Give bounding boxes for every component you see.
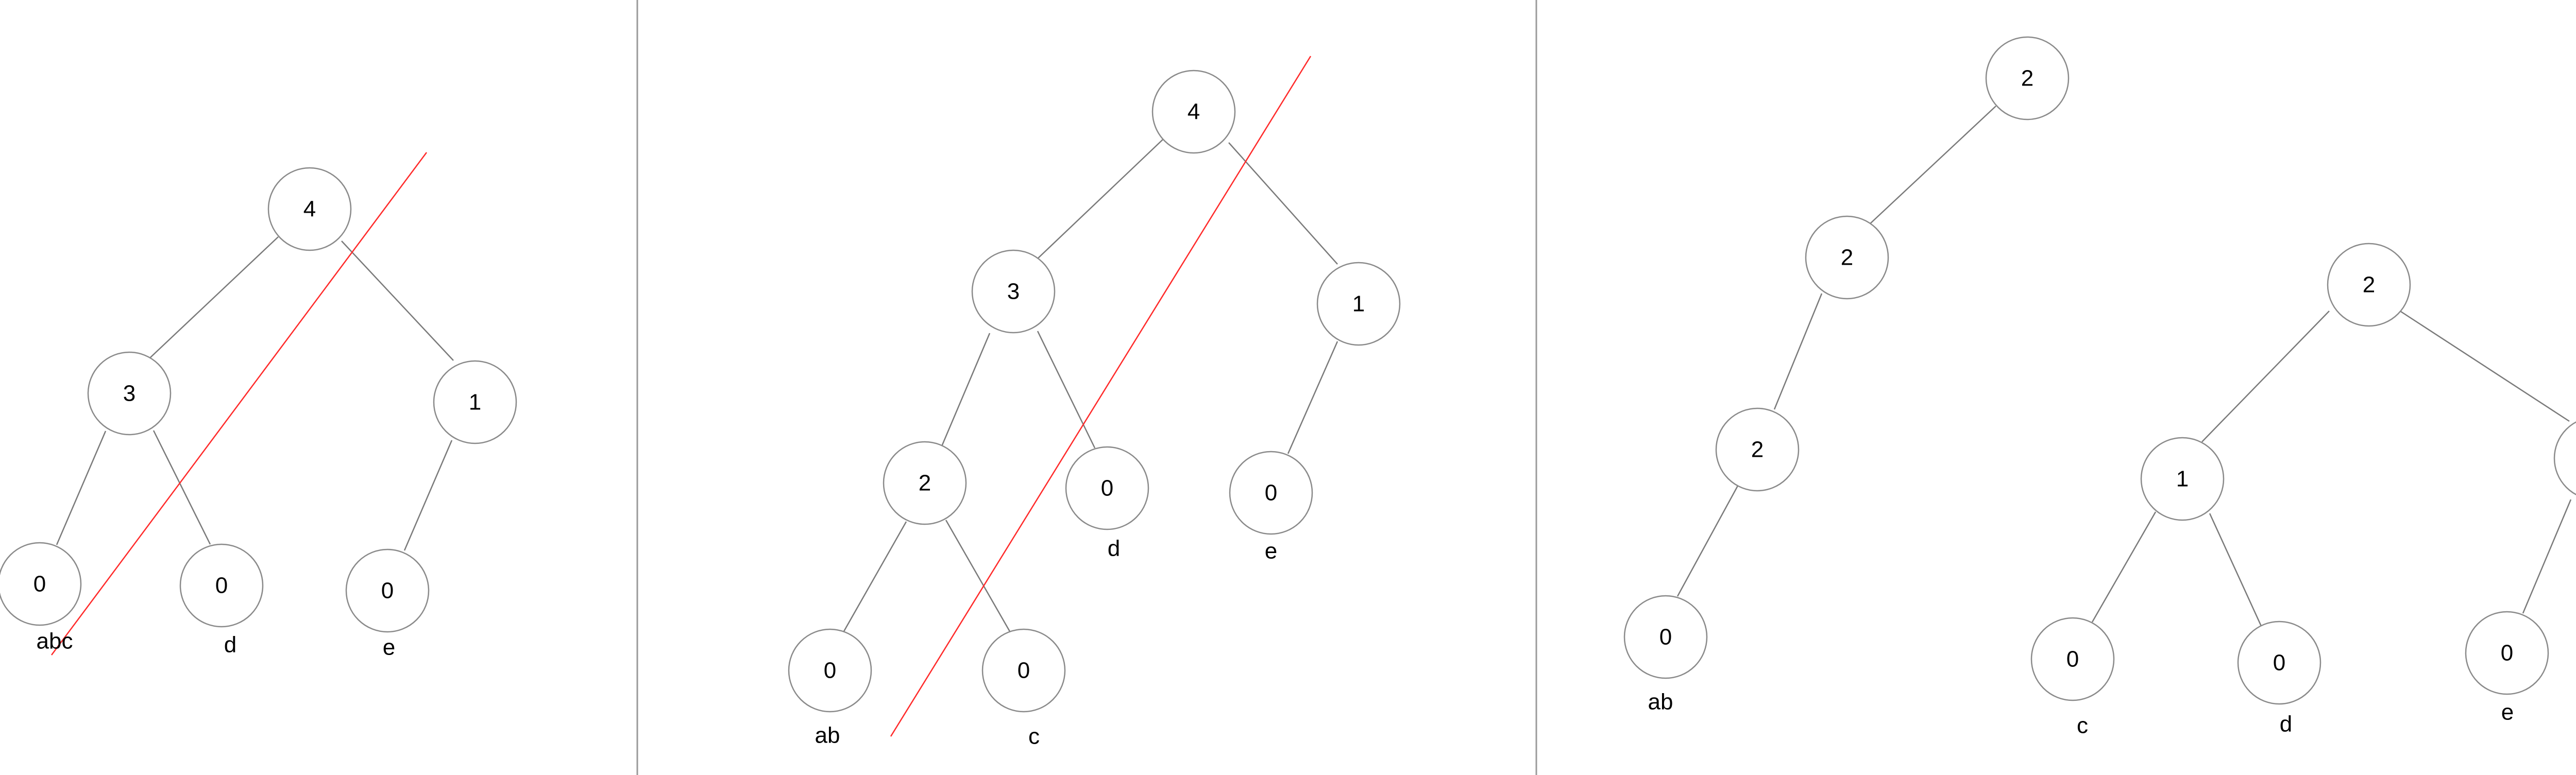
node-value: 3: [123, 381, 135, 406]
tree-leaf: 0: [2030, 617, 2115, 701]
node-value: 2: [1841, 245, 1853, 270]
tree-edge: [2400, 311, 2570, 422]
node-value: 0: [2066, 647, 2079, 672]
tree-edge: [945, 520, 1011, 633]
node-value: 4: [303, 197, 316, 222]
tree-edge: [2201, 311, 2330, 442]
leaf-label: d: [1108, 536, 1120, 561]
leaf-label: c: [2077, 713, 2088, 738]
tree-leaf: 0: [179, 543, 264, 628]
tree-edge: [56, 430, 107, 545]
tree-node: 1: [2140, 437, 2225, 521]
leaf-label: d: [224, 632, 236, 658]
node-value: 2: [2363, 272, 2375, 298]
node-value: 0: [215, 573, 228, 598]
panel-3: 2 2 2 0 2 1 1 0: [1623, 36, 2576, 738]
node-value: 0: [1659, 625, 1672, 650]
tree-leaf: 0: [981, 628, 1066, 713]
tree-edge: [1036, 139, 1164, 261]
tree-edge: [1037, 331, 1096, 449]
tree-edge: [1868, 106, 1996, 226]
leaf-label: ab: [1648, 690, 1673, 715]
tree-node: 2: [883, 441, 967, 525]
tree-node: 4: [1151, 70, 1236, 154]
leaf-label: c: [1028, 724, 1040, 749]
node-value: 0: [1265, 480, 1277, 506]
node-value: 1: [469, 390, 481, 415]
tree-node: 1: [2553, 421, 2576, 495]
node-value: 0: [1018, 658, 1030, 683]
tree-node: 2: [2327, 243, 2411, 327]
leaf-label: e: [383, 635, 395, 660]
panel-2: 4 3 1 2 0 0 0 0 d e: [788, 56, 1401, 749]
tree-edge: [403, 440, 453, 551]
panel-1: 4 3 1 0 0 0 abc d e: [0, 152, 517, 660]
tree-edge: [1676, 481, 1741, 597]
tree-node: 2: [1805, 215, 1889, 300]
node-value: 1: [1352, 291, 1365, 317]
tree-edge: [1287, 341, 1338, 454]
node-value: 2: [1751, 437, 1764, 462]
tree-edge: [1773, 293, 1823, 410]
tree-edge: [149, 236, 279, 358]
tree-leaf: 0: [1229, 451, 1313, 535]
leaf-label: abc: [37, 629, 73, 654]
tree-node: 2: [1715, 407, 1800, 492]
tree-edge: [841, 521, 907, 635]
tree-node: 3: [87, 351, 172, 436]
tree-edge: [341, 240, 454, 361]
tree-leaf: 0: [788, 628, 872, 713]
node-value: 3: [1007, 279, 1020, 304]
tree-node: 1: [433, 360, 517, 444]
tree-edge: [940, 333, 991, 449]
leaf-label: e: [2501, 700, 2514, 725]
node-value: 0: [381, 578, 394, 604]
node-value: 2: [2021, 66, 2033, 91]
tree-node: 2: [1985, 36, 2070, 120]
leaf-label: d: [2280, 712, 2292, 737]
tree-edge: [152, 430, 211, 545]
tree-node: 3: [971, 249, 1056, 334]
tree-leaf: 0: [345, 548, 430, 633]
node-value: 2: [919, 471, 931, 496]
tree-leaf: 0: [1623, 595, 1708, 679]
tree-node: 4: [267, 167, 352, 251]
node-value: 0: [2501, 641, 2513, 666]
tree-node: 1: [1316, 262, 1401, 346]
cut-line: [890, 56, 1312, 737]
tree-edge: [2209, 513, 2263, 628]
node-value: 1: [2176, 467, 2189, 492]
leaf-label: ab: [815, 723, 840, 748]
node-value: 4: [1188, 99, 1200, 125]
leaf-label: e: [1265, 539, 1277, 564]
tree-leaf: 0: [2237, 621, 2321, 705]
node-value: 0: [824, 658, 836, 683]
tree-edge: [1228, 142, 1338, 265]
tree-edge: [2091, 511, 2157, 623]
node-value: 0: [2273, 650, 2285, 676]
node-value: 0: [1101, 476, 1113, 501]
cut-line: [50, 152, 428, 656]
node-value: 0: [33, 572, 46, 597]
tree-leaf: 0: [1065, 446, 1149, 530]
tree-leaf: 0: [2465, 611, 2549, 695]
tree-edge: [2522, 499, 2572, 614]
tree-leaf: 0: [0, 542, 82, 626]
